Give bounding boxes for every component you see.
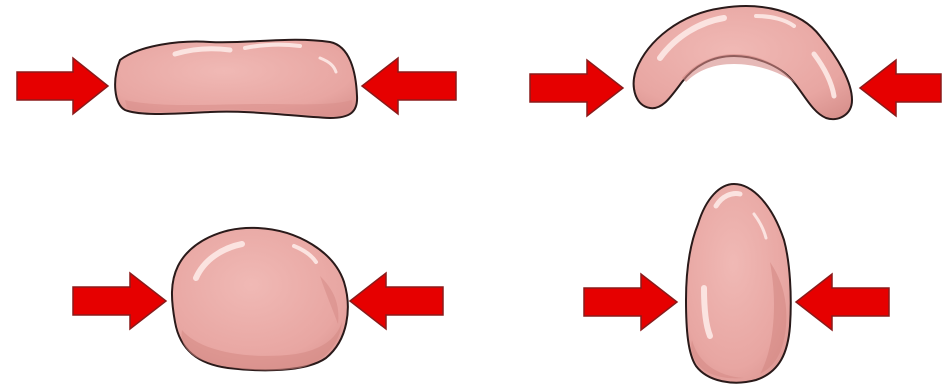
panel-arched bbox=[530, 6, 941, 119]
right-arrow-pointing-left bbox=[362, 58, 456, 114]
panel-tall bbox=[584, 184, 889, 383]
left-arrow-pointing-right bbox=[73, 273, 166, 329]
panel-rounded bbox=[73, 228, 443, 371]
right-arrow-pointing-left bbox=[860, 60, 941, 116]
right-arrow-pointing-left bbox=[796, 274, 889, 330]
right-arrow-pointing-left bbox=[350, 273, 443, 329]
left-arrow-pointing-right bbox=[584, 274, 677, 330]
left-arrow-pointing-right bbox=[530, 60, 623, 116]
left-arrow-pointing-right bbox=[17, 58, 108, 114]
panel-flattened bbox=[17, 40, 456, 118]
